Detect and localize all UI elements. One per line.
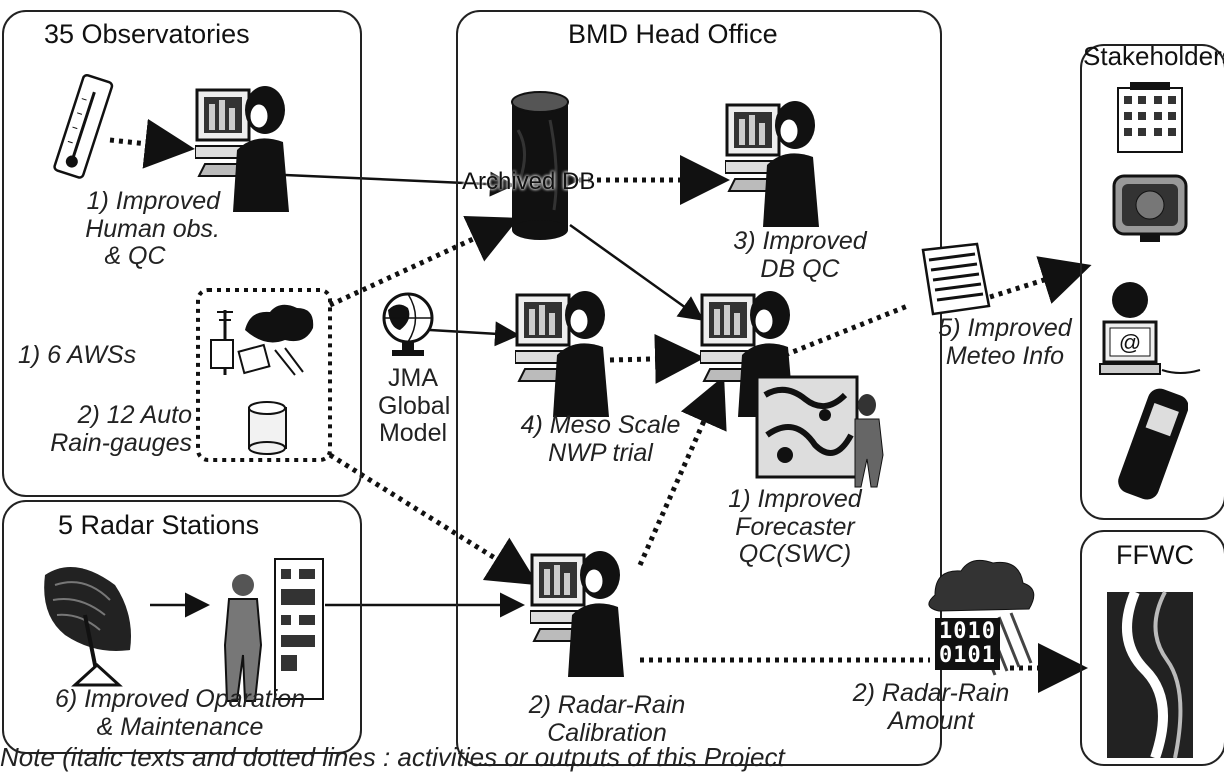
observatories-title: 35 Observatories bbox=[44, 19, 250, 49]
dotted-arrow-meteo-to-stakeholders bbox=[989, 256, 1092, 304]
computer-operator-icon bbox=[195, 86, 289, 212]
meso-label: 4) Meso Scale NWP trial bbox=[520, 411, 681, 467]
globe-icon bbox=[382, 292, 434, 356]
computer-operator-icon bbox=[515, 291, 609, 417]
computer-at-icon: @ bbox=[1099, 282, 1201, 375]
observatories-box bbox=[2, 10, 362, 497]
weather-station-icon bbox=[210, 304, 314, 376]
solid-arrow-obs-to-db bbox=[284, 171, 515, 197]
aws-label: 1) 6 AWSs bbox=[18, 341, 137, 369]
head-office-title: BMD Head Office bbox=[568, 19, 778, 49]
radar-calibration-label: 2) Radar-Rain Calibration bbox=[528, 691, 686, 747]
jma-label: JMA Global Model bbox=[378, 364, 451, 447]
rain-gauges-label: 2) 12 Auto Rain-gauges bbox=[50, 401, 192, 457]
solid-arrow-globe-to-meso bbox=[429, 321, 520, 347]
control-room-icon bbox=[223, 558, 324, 702]
dotted-arrow-aws-to-db bbox=[328, 216, 520, 308]
database-cylinder-icon bbox=[511, 91, 569, 240]
mobile-phone-icon bbox=[1118, 388, 1188, 500]
building-icon bbox=[1117, 82, 1183, 153]
dotted-arrow-thermo-to-obs bbox=[109, 118, 195, 169]
archived-db-label: Archived DB bbox=[462, 168, 596, 195]
head-office-box bbox=[456, 10, 942, 766]
meteo-label: 5) Improved Meteo Info bbox=[938, 314, 1072, 370]
dotted-arrow-gauges-to-radarcal bbox=[328, 452, 539, 586]
dotted-arrow-radarcal-to-forecaster bbox=[637, 375, 727, 567]
db-qc-label: 3) Improved DB QC bbox=[733, 227, 867, 283]
ffwc-box bbox=[1080, 530, 1224, 766]
aws-group-outline bbox=[196, 288, 332, 462]
thermometer-icon bbox=[53, 73, 114, 179]
radar-box bbox=[2, 500, 362, 754]
svg-text:@: @ bbox=[1119, 330, 1141, 355]
footnote: Note (italic texts and dotted lines : ac… bbox=[0, 742, 785, 772]
radar-title: 5 Radar Stations bbox=[58, 510, 260, 540]
computer-operator-icon bbox=[725, 101, 819, 227]
radar-dish-icon bbox=[44, 567, 131, 687]
stakeholders-box bbox=[1080, 44, 1224, 520]
radar-amount-label: 2) Radar-Rain Amount bbox=[852, 679, 1010, 735]
rain-gauge-icon bbox=[248, 401, 287, 455]
newspaper-icon bbox=[921, 242, 991, 316]
river-map-icon bbox=[1107, 590, 1193, 760]
tv-icon bbox=[1112, 174, 1188, 242]
human-obs-label: 1) Improved Human obs. & QC bbox=[85, 187, 220, 270]
binary-data-icon: 1010 0101 bbox=[935, 618, 1000, 670]
operation-label: 6) Improved Oparation & Maintenance bbox=[54, 685, 306, 741]
ffwc-title: FFWC bbox=[1116, 540, 1194, 570]
stakeholders-title: Stakeholders bbox=[1083, 41, 1224, 71]
computer-operator-icon bbox=[530, 551, 624, 677]
weather-map-icon bbox=[755, 375, 884, 488]
solid-arrow-db-to-forecaster bbox=[569, 223, 705, 321]
forecaster-label: 1) Improved Forecaster QC(SWC) bbox=[728, 485, 862, 568]
